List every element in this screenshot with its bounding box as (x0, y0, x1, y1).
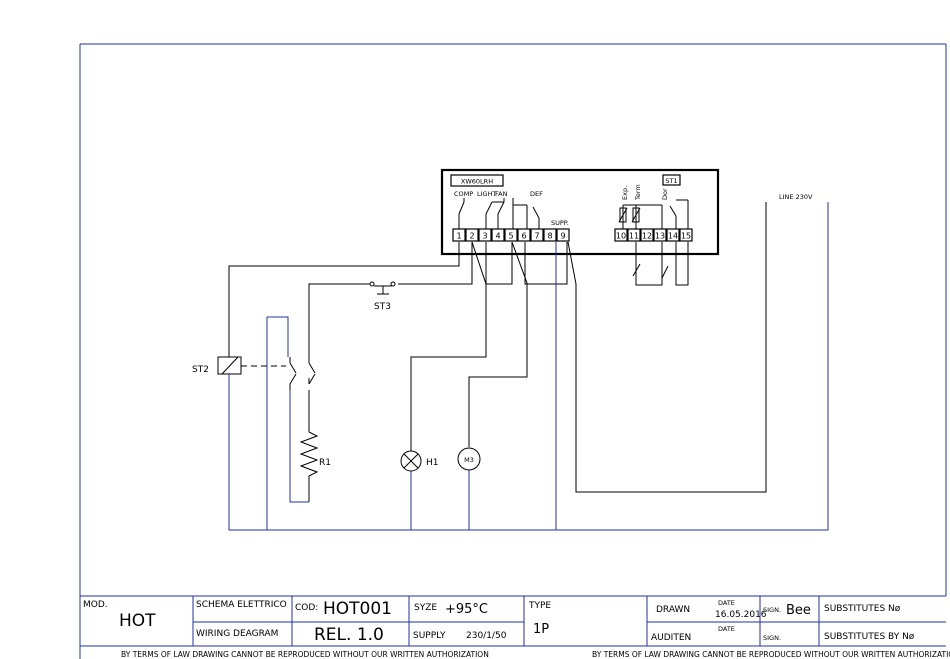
date-label: DATE (718, 599, 735, 607)
terminal-number: 14 (668, 232, 678, 241)
terminal-box (679, 228, 693, 242)
terminal-number: 6 (521, 232, 526, 241)
footer-right: BY TERMS OF LAW DRAWING CANNOT BE REPROD… (592, 650, 950, 659)
mod-label: MOD. (83, 600, 108, 610)
rel-value: REL. 1.0 (314, 625, 384, 645)
supply-value: 230/1/50 (466, 631, 507, 641)
term-label: Term (634, 184, 642, 201)
syze-label: SYZE (414, 603, 437, 613)
st3-label: ST3 (374, 302, 391, 312)
terminal-box (504, 228, 518, 242)
sign-value: Bee (786, 603, 811, 618)
terminal-box (465, 228, 479, 242)
wiring-blue (228, 202, 829, 531)
terminal-box (653, 228, 667, 242)
auditen-label: AUDITEN (651, 633, 691, 643)
drawing-frame (79, 43, 947, 659)
st2-label: ST2 (192, 365, 209, 375)
date-value: 16.05.2016 (715, 610, 767, 620)
terminal-box (627, 228, 641, 242)
terminal-number: 5 (508, 232, 513, 241)
wiring-label: WIRING DEAGRAM (196, 629, 278, 639)
sign2-label: SIGN. (763, 634, 781, 642)
controller-unit: XW60LRH ST1 COMP LIGHT FAN DEF SUPP. Exp… (440, 168, 720, 256)
terminal-number: 10 (616, 232, 626, 241)
terminal-number: 1 (456, 232, 461, 241)
terminal-box (640, 228, 654, 242)
date2-label: DATE (718, 625, 735, 633)
terminal-number: 12 (642, 232, 652, 241)
terminal-number: 11 (629, 232, 639, 241)
terminal-number: 4 (495, 232, 500, 241)
drawn-label: DRAWN (656, 605, 690, 615)
light-label: LIGHT (477, 190, 496, 198)
terminal-box (478, 228, 492, 242)
terminal-box (452, 228, 466, 242)
terminal-number: 7 (534, 232, 539, 241)
footer-left: BY TERMS OF LAW DRAWING CANNOT BE REPROD… (121, 650, 489, 659)
title-block: MOD. HOT SCHEMA ELETTRICO WIRING DEAGRAM… (80, 595, 946, 647)
substitutes-label: SUBSTITUTES Nø (824, 604, 901, 614)
dor-label: Dor (661, 188, 669, 200)
terminal-number: 3 (482, 232, 487, 241)
r1-label: R1 (319, 458, 331, 468)
cod-label: COD: (295, 603, 318, 613)
mod-value: HOT (119, 611, 156, 631)
def-label: DEF (530, 190, 543, 198)
controller-model-box (450, 174, 504, 187)
m3-label: M3 (464, 456, 474, 464)
supp-label: SUPP. (551, 219, 569, 227)
syze-value: +95°C (445, 602, 488, 617)
exp-label: Exp. (621, 186, 629, 200)
type-label: TYPE (528, 601, 551, 611)
terminal-box (666, 228, 680, 242)
terminal-number: 13 (655, 232, 665, 241)
terminal-number: 15 (681, 232, 691, 241)
supply-label: SUPPLY (413, 631, 446, 641)
st1-probe-box (662, 174, 681, 186)
comp-label: COMP (454, 190, 473, 198)
terminal-number: 9 (560, 232, 565, 241)
substitutes-by-label: SUBSTITUTES BY Nø (824, 632, 915, 642)
sign-label: SIGN. (763, 606, 781, 614)
cod-value: HOT001 (323, 599, 392, 619)
terminal-box (614, 228, 628, 242)
type-value: 1P (533, 622, 549, 637)
terminal-box (556, 228, 570, 242)
wiring-black (217, 202, 767, 502)
terminal-box (491, 228, 505, 242)
terminal-number: 2 (469, 232, 474, 241)
h1-label: H1 (426, 458, 439, 468)
schema-label: SCHEMA ELETTRICO (196, 600, 287, 610)
line-230v-label: LINE 230V (779, 193, 813, 201)
terminal-box (517, 228, 531, 242)
terminal-box (543, 228, 557, 242)
controller-model-label: XW60LRH (461, 178, 493, 186)
st1-label: ST1 (665, 177, 677, 185)
terminal-number: 8 (547, 232, 552, 241)
fan-label: FAN (495, 190, 508, 198)
terminal-box (530, 228, 544, 242)
